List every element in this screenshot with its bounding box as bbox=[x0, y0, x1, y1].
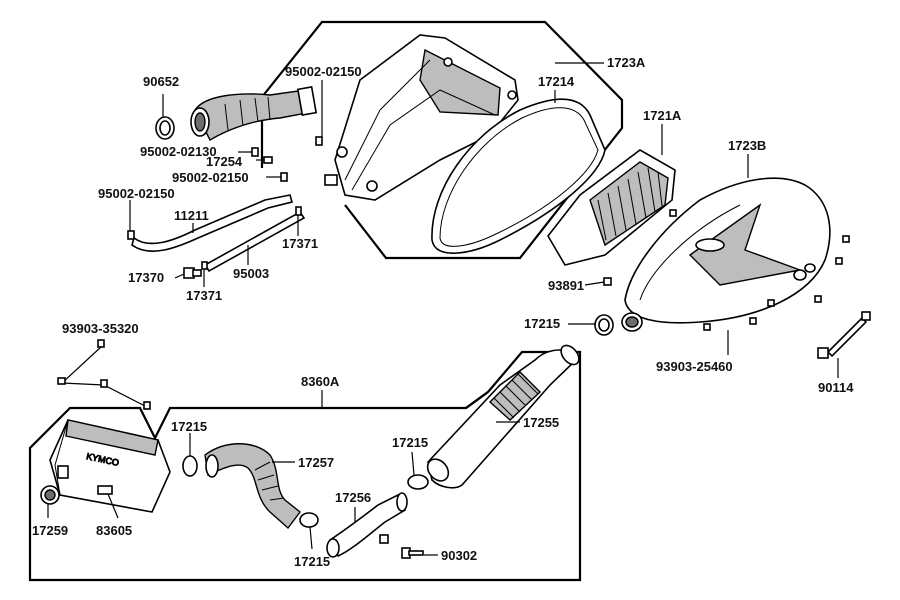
clip-17254 bbox=[263, 156, 273, 164]
intake-duct bbox=[190, 86, 318, 141]
label-95003: 95003 bbox=[233, 266, 269, 281]
label-17215-b: 17215 bbox=[392, 435, 428, 450]
label-95002-02150-a: 95002-02150 bbox=[285, 64, 362, 79]
clip-95002-02150-c bbox=[127, 230, 135, 240]
bolt-90302 bbox=[401, 547, 424, 559]
label-17254: 17254 bbox=[206, 154, 243, 169]
label-17371-a: 17371 bbox=[186, 288, 222, 303]
label-1721a: 1721A bbox=[643, 108, 682, 123]
clip-17371-b bbox=[295, 206, 302, 216]
resonator-box-83605: KYMCO bbox=[49, 419, 171, 513]
label-17215-top: 17215 bbox=[524, 316, 560, 331]
label-17255: 17255 bbox=[523, 415, 559, 430]
hose-clamp-17215-a bbox=[182, 455, 198, 477]
filter-element-1721a bbox=[547, 149, 676, 266]
hose-clamp-17215-top bbox=[594, 314, 614, 336]
screws-93903-35320 bbox=[57, 339, 151, 410]
plug-17370 bbox=[183, 267, 202, 279]
label-93903-35320: 93903-35320 bbox=[62, 321, 139, 336]
label-1723a: 1723A bbox=[607, 55, 646, 70]
bolt-90114 bbox=[817, 311, 871, 359]
cover-screws-93903-25460 bbox=[703, 235, 850, 331]
label-11211: 11211 bbox=[174, 208, 209, 223]
assembly-frame-8360a-edge bbox=[465, 391, 489, 409]
air-cleaner-cover-1723b bbox=[621, 177, 831, 332]
assembly-frame-1723a bbox=[260, 20, 624, 260]
label-1723b: 1723B bbox=[728, 138, 766, 153]
clip-95002-02130 bbox=[251, 147, 259, 157]
label-17257: 17257 bbox=[298, 455, 334, 470]
label-90302: 90302 bbox=[441, 548, 477, 563]
label-95002-02130: 95002-02130 bbox=[140, 144, 217, 159]
label-17370: 17370 bbox=[128, 270, 164, 285]
label-17371-b: 17371 bbox=[282, 236, 318, 251]
label-95002-02150-b: 95002-02150 bbox=[172, 170, 249, 185]
leader-lines bbox=[47, 62, 839, 556]
label-8360a: 8360A bbox=[301, 374, 340, 389]
label-93891: 93891 bbox=[548, 278, 584, 293]
plug-17259 bbox=[40, 485, 60, 505]
air-cleaner-case-1723a bbox=[324, 34, 519, 201]
label-17256: 17256 bbox=[335, 490, 371, 505]
drain-hose-11211 bbox=[131, 194, 293, 252]
hose-clamp-90652 bbox=[155, 116, 175, 140]
duct-hose-17257 bbox=[204, 443, 301, 530]
label-17215-c: 17215 bbox=[294, 554, 330, 569]
hose-clamp-17215-c bbox=[299, 512, 319, 528]
clip-95002-02150-a bbox=[315, 136, 323, 146]
label-90114: 90114 bbox=[818, 380, 854, 395]
label-90652: 90652 bbox=[143, 74, 179, 89]
label-93903-25460: 93903-25460 bbox=[656, 359, 733, 374]
assembly-frame-8360a bbox=[28, 350, 582, 582]
label-17214: 17214 bbox=[538, 74, 575, 89]
label-17215-a: 17215 bbox=[171, 419, 207, 434]
clip-95002-02150-b bbox=[280, 172, 288, 182]
screw-93891 bbox=[603, 277, 612, 286]
hose-clamp-17215-b bbox=[407, 474, 429, 490]
label-83605: 83605 bbox=[96, 523, 132, 538]
duct-hose-17255 bbox=[426, 344, 580, 489]
label-95002-02150-c: 95002-02150 bbox=[98, 186, 175, 201]
screw-1721a-top bbox=[669, 209, 677, 217]
clip-17371-a bbox=[201, 261, 208, 270]
label-17259: 17259 bbox=[32, 523, 68, 538]
gasket-17214 bbox=[431, 98, 606, 254]
duct-hose-17256 bbox=[326, 492, 408, 558]
